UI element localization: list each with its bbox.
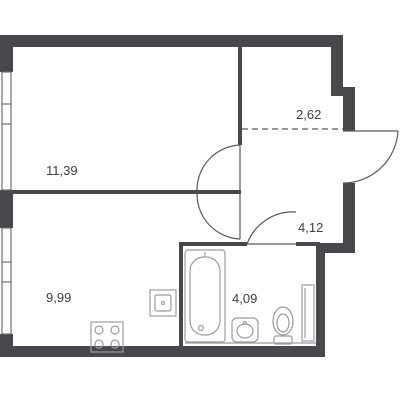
living-hallway-wall xyxy=(238,47,242,145)
window-kitchen xyxy=(1,227,12,335)
right-upper-wall xyxy=(331,35,343,92)
bathroom-right-wall xyxy=(316,243,325,356)
room-area-hallway: 2,62 xyxy=(296,107,322,122)
left-wall-bottom xyxy=(0,334,13,357)
left-wall-mid xyxy=(0,190,13,228)
sink-icon xyxy=(231,317,259,343)
living-kitchen-wall xyxy=(13,190,241,194)
left-wall-top xyxy=(0,35,13,72)
door-kitchen xyxy=(196,193,241,240)
bathroom-left-wall xyxy=(179,242,183,347)
shower-drain-icon xyxy=(197,324,205,332)
doors xyxy=(196,130,399,245)
door-bathroom xyxy=(246,211,297,245)
bathroom-fixtures xyxy=(184,249,316,345)
room-area-kitchen: 9,99 xyxy=(46,290,72,305)
right-lower-wall xyxy=(343,183,355,252)
kitchen-sink-icon xyxy=(149,289,177,317)
kitchen-fixtures xyxy=(90,289,177,353)
top-wall xyxy=(0,35,343,47)
interior-walls xyxy=(13,47,320,347)
right-step-wall xyxy=(316,243,355,253)
door-entry xyxy=(342,130,399,184)
room-area-corridor: 4,12 xyxy=(298,220,324,235)
door-living-room xyxy=(196,144,241,191)
bottom-wall xyxy=(0,346,325,357)
washing-machine-icon xyxy=(301,284,315,342)
right-entry-jamb xyxy=(343,87,355,131)
bathtub-icon xyxy=(184,249,226,343)
windows xyxy=(1,71,12,335)
bathroom-top-wall-right xyxy=(296,242,320,246)
room-area-living-room: 11,39 xyxy=(46,163,78,178)
toilet-icon xyxy=(272,306,294,345)
bathroom-top-wall-left xyxy=(179,242,247,246)
room-area-bathroom: 4,09 xyxy=(232,291,258,306)
window-living-room xyxy=(1,71,12,191)
outer-walls xyxy=(0,35,355,357)
stove-icon xyxy=(90,321,124,353)
